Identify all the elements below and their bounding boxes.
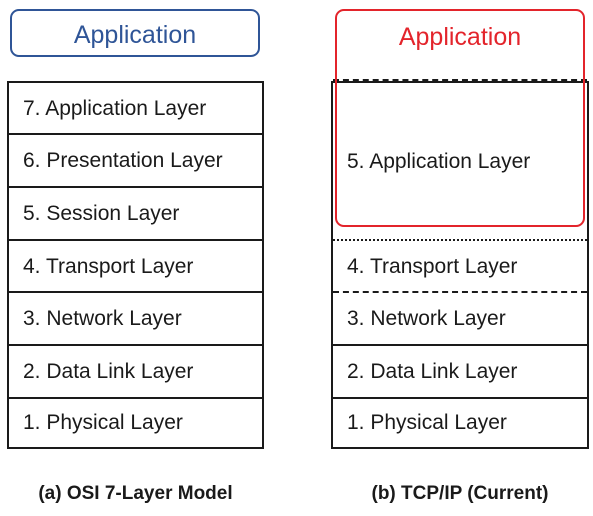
osi-layer-6-label: 6. Presentation Layer [23,149,223,172]
osi-layer-5-label: 5. Session Layer [23,202,180,225]
osi-layer-3-label: 3. Network Layer [23,307,182,330]
tcpip-layer-3-label: 3. Network Layer [347,307,506,330]
osi-layer-7-label: 7. Application Layer [23,97,207,120]
tcpip-layer-1: 1. Physical Layer [333,399,587,447]
osi-layer-5: 5. Session Layer [9,188,262,241]
osi-application-label: Application [73,21,197,49]
osi-layer-3: 3. Network Layer [9,293,262,346]
osi-application-box: Application [10,9,260,57]
osi-layer-2: 2. Data Link Layer [9,346,262,399]
tcpip-layer-2: 2. Data Link Layer [333,346,587,399]
osi-layer-4: 4. Transport Layer [9,241,262,293]
tcpip-layer-2-label: 2. Data Link Layer [347,360,518,383]
tcpip-layer-5-label: 5. Application Layer [347,150,531,173]
osi-layer-stack: 7. Application Layer 6. Presentation Lay… [7,81,264,449]
osi-layer-4-label: 4. Transport Layer [23,255,194,278]
tcpip-caption: (b) TCP/IP (Current) [371,483,549,504]
tcpip-layer-1-label: 1. Physical Layer [347,411,507,434]
osi-layer-1: 1. Physical Layer [9,399,262,447]
tcpip-application-label: Application [398,23,522,51]
osi-caption: (a) OSI 7-Layer Model [38,483,233,504]
tcpip-layer-5: 5. Application Layer [333,83,587,241]
osi-layer-2-label: 2. Data Link Layer [23,360,194,383]
tcpip-application-box: Application [335,9,585,227]
tcpip-app-dashed-divider [333,79,587,81]
tcpip-layer-3: 3. Network Layer [333,293,587,346]
osi-layer-7: 7. Application Layer [9,83,262,135]
osi-layer-6: 6. Presentation Layer [9,135,262,188]
osi-layer-1-label: 1. Physical Layer [23,411,183,434]
tcpip-layer-4: 4. Transport Layer [333,241,587,293]
tcpip-layer-stack: 5. Application Layer 4. Transport Layer … [331,81,589,449]
tcpip-layer-4-label: 4. Transport Layer [347,255,518,278]
